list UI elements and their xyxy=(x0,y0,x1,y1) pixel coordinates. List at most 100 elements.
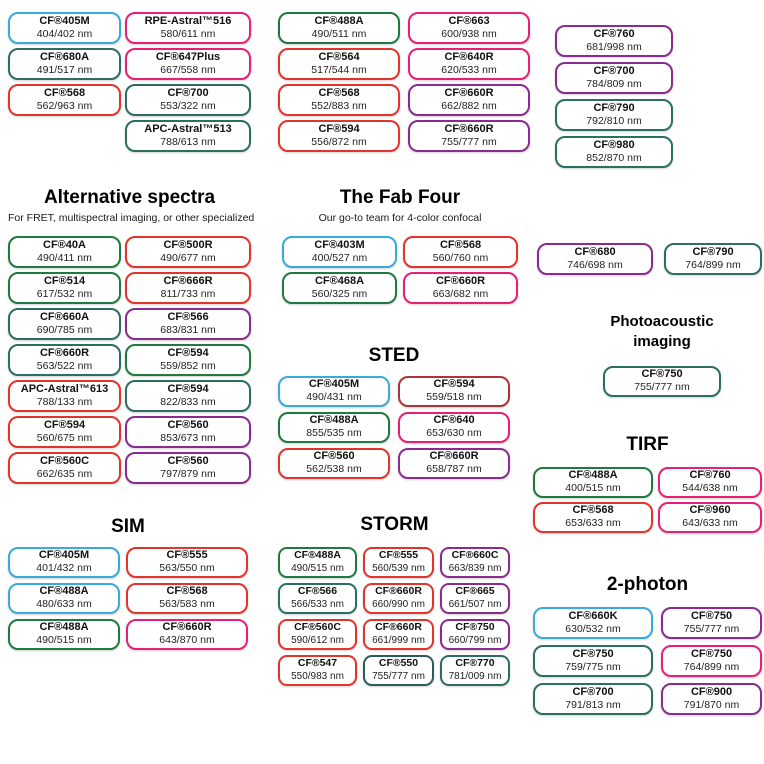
dye-name: CF®666R xyxy=(163,274,213,287)
dye-name: CF®566 xyxy=(167,310,209,323)
dye-wavelengths: 490/515 nm xyxy=(36,634,92,647)
dye-wavelengths: 490/677 nm xyxy=(160,251,216,264)
dye-wavelengths: 653/630 nm xyxy=(426,427,482,440)
dye-name: CF®663 xyxy=(448,15,490,27)
dye-name: CF®488A xyxy=(39,585,89,598)
dye-name: CF®468A xyxy=(314,274,365,287)
dye-wavelengths: 811/733 nm xyxy=(160,287,216,300)
dye-wavelengths: 404/402 nm xyxy=(36,28,93,40)
dye-name: CF®564 xyxy=(318,51,360,63)
dye-name: RPE-Astral™516 xyxy=(144,15,232,27)
dye-name: CF®488A xyxy=(309,414,359,427)
dye-wavelengths: 822/833 nm xyxy=(160,395,216,408)
dye-wavelengths: 797/879 nm xyxy=(160,467,216,480)
dye-wavelengths: 681/998 nm xyxy=(586,41,642,53)
dye-wavelengths: 791/813 nm xyxy=(565,698,621,711)
dye-wavelengths: 563/583 nm xyxy=(159,598,215,611)
dye-name: CF®568 xyxy=(439,238,482,251)
dye-wavelengths: 550/983 nm xyxy=(291,671,344,683)
dye-wavelengths: 490/431 nm xyxy=(306,391,362,404)
dye-name: CF®660R xyxy=(444,87,494,99)
dye-wavelengths: 759/775 nm xyxy=(565,660,621,673)
dye-name: CF®568 xyxy=(572,504,614,517)
dye-name: CF®660R xyxy=(39,346,90,359)
dye-wavelengths: 781/009 nm xyxy=(448,671,502,683)
dye-wavelengths: 788/613 nm xyxy=(160,136,216,148)
section-title: Alternative spectra xyxy=(43,187,216,208)
dye-wavelengths: 400/515 nm xyxy=(565,482,621,495)
dye-wavelengths: 791/870 nm xyxy=(683,698,740,711)
dye-name: CF®700 xyxy=(593,65,635,77)
dye-name: CF®488A xyxy=(39,621,89,634)
dye-name: CF®790 xyxy=(692,246,734,258)
dye-name: CF®680A xyxy=(39,51,90,63)
dye-name: CF®594 xyxy=(433,378,475,391)
dye-wavelengths: 853/673 nm xyxy=(160,431,216,444)
dye-wavelengths: 491/517 nm xyxy=(36,64,93,76)
section-title: STORM xyxy=(360,514,429,535)
dye-name: CF®980 xyxy=(593,139,635,151)
dye-name: CF®555 xyxy=(378,549,419,562)
dye-wavelengths: 764/899 nm xyxy=(685,259,741,271)
dye-wavelengths: 788/133 nm xyxy=(36,395,93,408)
dye-name: CF®594 xyxy=(167,382,209,395)
dye-wavelengths: 480/633 nm xyxy=(36,598,92,611)
dye-wavelengths: 559/852 nm xyxy=(160,359,216,372)
dye-name: CF®750 xyxy=(690,647,733,660)
dye-name: APC-Astral™513 xyxy=(144,123,232,135)
dye-name: CF®594 xyxy=(43,418,86,431)
dye-wavelengths: 663/682 nm xyxy=(432,287,489,300)
dye-name: CF®660R xyxy=(162,621,212,634)
dye-wavelengths: 559/518 nm xyxy=(426,391,482,404)
dye-wavelengths: 792/810 nm xyxy=(586,115,642,127)
dye-name: CF®640R xyxy=(444,51,494,63)
dye-wavelengths: 560/539 nm xyxy=(372,563,425,575)
dye-name: CF®700 xyxy=(167,87,209,99)
dye-wavelengths: 653/633 nm xyxy=(565,517,621,530)
dye-wavelengths: 563/522 nm xyxy=(36,359,93,372)
dye-name: CF®750 xyxy=(690,609,733,622)
dye-name: CF®647Plus xyxy=(155,51,221,63)
dye-name: CF®40A xyxy=(43,238,86,251)
dye-wavelengths: 667/558 nm xyxy=(160,64,216,76)
dye-name: CF®750 xyxy=(455,621,495,634)
dye-wavelengths: 755/777 nm xyxy=(441,136,497,148)
